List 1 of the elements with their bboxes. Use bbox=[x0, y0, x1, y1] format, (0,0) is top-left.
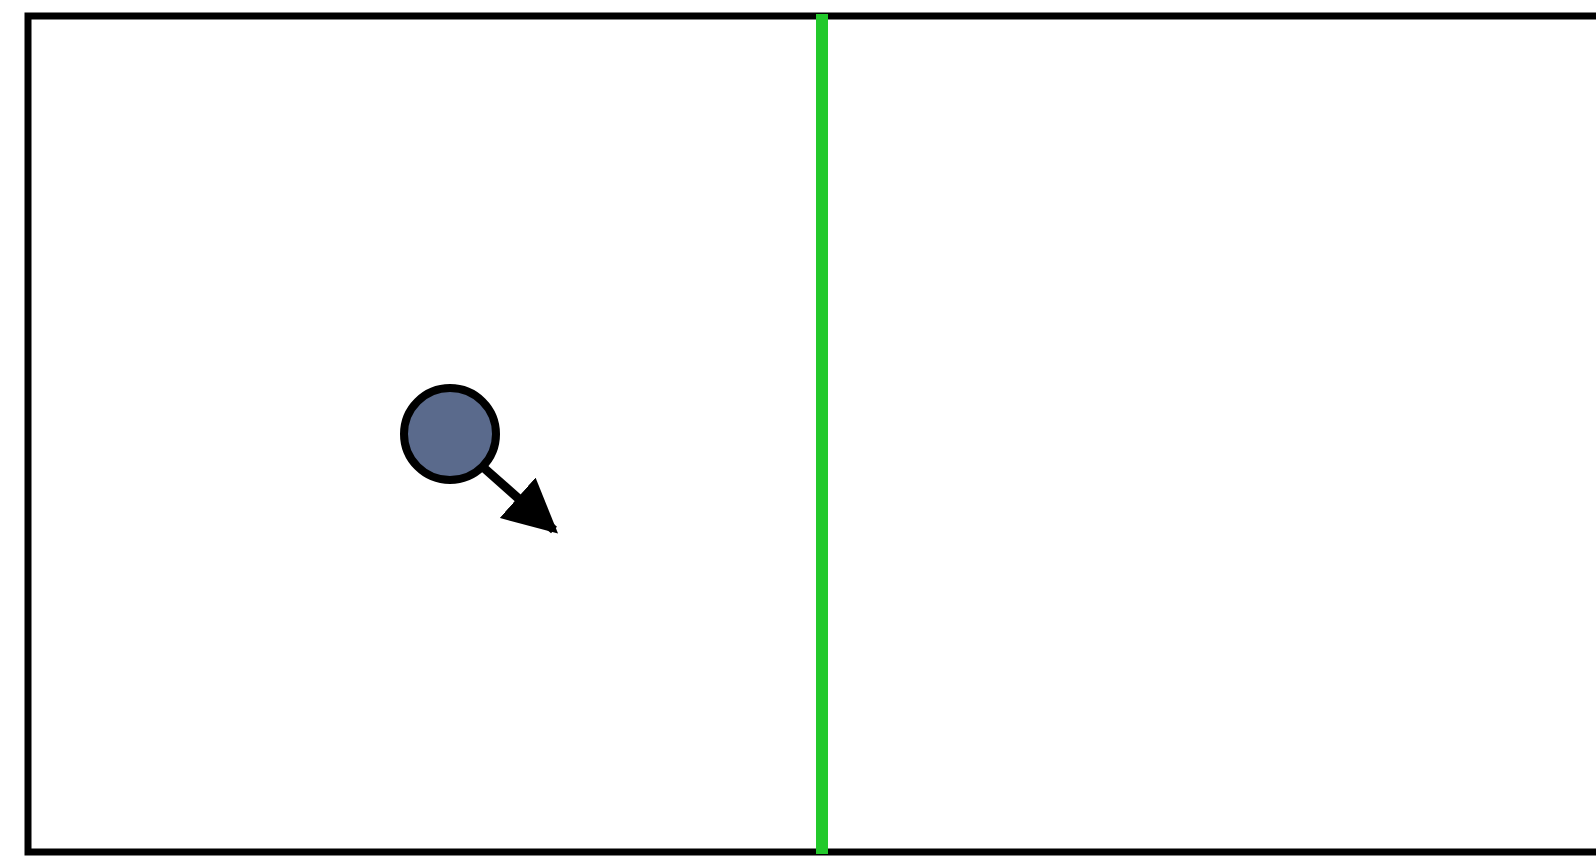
ball bbox=[400, 384, 500, 484]
